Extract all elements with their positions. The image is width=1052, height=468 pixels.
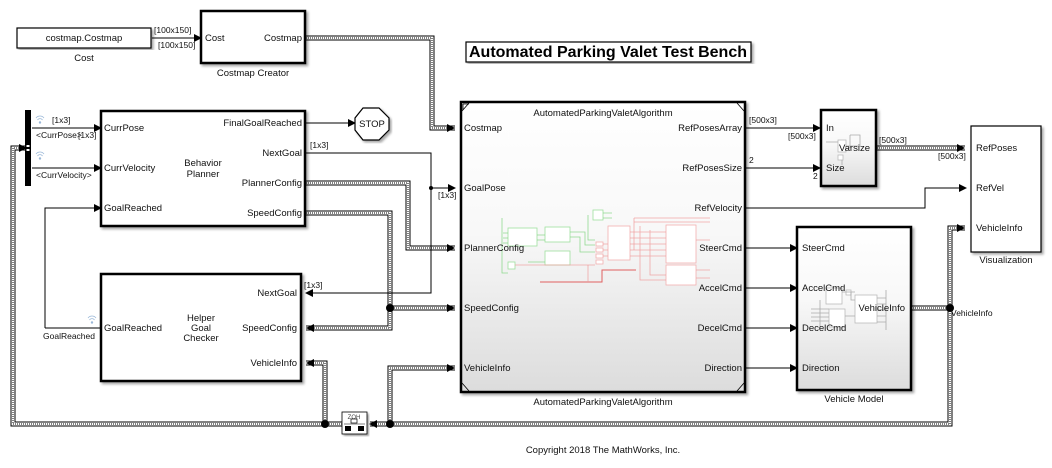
- varsize-block[interactable]: In Size Varsize: [819, 108, 878, 188]
- vehicle-model-thumbnail: [811, 287, 887, 330]
- automated-parking-valet-algorithm-block[interactable]: AutomatedParkingValetAlgorithm Costmap G…: [459, 100, 747, 408]
- visualization-block[interactable]: RefPoses RefVel VehicleInfo Visualizatio…: [970, 125, 1042, 266]
- port-plannerconfig: PlannerConfig: [242, 178, 302, 189]
- goalpose-dim: [1x3]: [438, 190, 456, 200]
- port-refvel: RefVel: [976, 183, 1004, 194]
- bus-selector-block[interactable]: <CurrPose> <CurrVelocity>: [25, 110, 92, 186]
- costmap-creator-label: Costmap Creator: [217, 68, 289, 79]
- behavior-planner-block[interactable]: CurrPose CurrVelocity GoalReached Behavi…: [99, 109, 307, 228]
- port-varsize-out: Varsize: [839, 143, 870, 154]
- model-thumbnail: [501, 209, 710, 286]
- port-currvelocity: CurrVelocity: [104, 163, 155, 174]
- diagram-title-annotation[interactable]: Automated Parking Valet Test Bench: [465, 41, 752, 63]
- port-decelcmd-vm: DecelCmd: [802, 323, 846, 334]
- port-in: In: [826, 123, 834, 134]
- vehicleinfo-signal-label: VehicleInfo: [951, 308, 993, 318]
- helper-name: Helper: [187, 313, 215, 324]
- port-nextgoal-in: NextGoal: [257, 288, 297, 299]
- bus-arrowheads: [19, 124, 965, 428]
- port-direction: Direction: [705, 363, 743, 374]
- bus-costmap[interactable]: [306, 35, 455, 131]
- port-vehicleinfo-vm: VehicleInfo: [859, 303, 905, 314]
- signal-logging-icon: [87, 315, 97, 324]
- cost-constant-label: Cost: [74, 53, 94, 64]
- port-costmap-in: Costmap: [464, 123, 502, 134]
- refposes-size: 2: [749, 155, 754, 165]
- visualization-label: Visualization: [979, 255, 1032, 266]
- signal-logging-icon: [35, 151, 45, 160]
- port-size: Size: [826, 163, 844, 174]
- costmap-creator-block[interactable]: Cost Costmap Costmap Creator: [199, 9, 307, 79]
- port-currpose: CurrPose: [104, 123, 144, 134]
- port-refposes: RefPoses: [976, 143, 1017, 154]
- algorithm-header: AutomatedParkingValetAlgorithm: [533, 108, 672, 119]
- vehicle-model-label: Vehicle Model: [824, 394, 883, 405]
- port-cost: Cost: [205, 33, 225, 44]
- currpose-dim2: [1x3]: [78, 130, 96, 140]
- bus-speed-config[interactable]: [306, 210, 455, 331]
- port-finalgoalreached: FinalGoalReached: [223, 118, 302, 129]
- port-vehicleinfo-in: VehicleInfo: [251, 358, 297, 369]
- copyright-text: Copyright 2018 The MathWorks, Inc.: [526, 445, 680, 456]
- port-goalpose-in: GoalPose: [464, 183, 506, 194]
- refposes-size-in: 2: [813, 171, 818, 181]
- helper-name: Goal: [191, 323, 211, 334]
- port-goalreached-out: GoalReached: [104, 323, 162, 334]
- zoh-block[interactable]: ZOH: [341, 411, 368, 435]
- refposes-dim-out: [500x3]: [749, 115, 777, 125]
- port-direction-vm: Direction: [802, 363, 840, 374]
- varsize-dim-out: [500x3]: [879, 135, 907, 145]
- port-vehicleinfo-alg-in: VehicleInfo: [464, 363, 510, 374]
- port-costmap-out: Costmap: [264, 33, 302, 44]
- checker-nextgoal-dim: [1x3]: [304, 280, 322, 290]
- port-accelcmd: AccelCmd: [699, 283, 742, 294]
- algorithm-label: AutomatedParkingValetAlgorithm: [533, 397, 672, 408]
- cost-dim-out: [100x150]: [154, 25, 191, 35]
- port-goalreached: GoalReached: [104, 203, 162, 214]
- varsize-thumbnail: [826, 134, 861, 165]
- port-steercmd-vm: SteerCmd: [802, 243, 845, 254]
- signal-lines: [32, 34, 967, 372]
- port-accelcmd-vm: AccelCmd: [802, 283, 845, 294]
- vehicle-model-block[interactable]: SteerCmd AccelCmd DecelCmd Direction Veh…: [795, 225, 913, 405]
- currpose-selector-label: <CurrPose>: [36, 130, 82, 140]
- helper-name: Checker: [183, 333, 218, 344]
- port-refposessize: RefPosesSize: [682, 163, 742, 174]
- port-speedconfig-alg-in: SpeedConfig: [464, 303, 519, 314]
- cost-constant-block[interactable]: costmap.Costmap Cost: [16, 27, 152, 64]
- stop-label: STOP: [359, 119, 385, 130]
- goalreached-signal-label: GoalReached: [43, 331, 95, 341]
- behavior-planner-name: Behavior: [184, 158, 222, 169]
- currvelocity-selector-label: <CurrVelocity>: [36, 170, 92, 180]
- port-decelcmd: DecelCmd: [698, 323, 742, 334]
- behavior-planner-name: Planner: [187, 169, 220, 180]
- cost-constant-value: costmap.Costmap: [46, 33, 123, 44]
- helper-goal-checker-block[interactable]: GoalReached Helper Goal Checker NextGoal…: [99, 272, 303, 383]
- port-refposesarray: RefPosesArray: [678, 123, 742, 134]
- port-vehicleinfo-vis: VehicleInfo: [976, 223, 1022, 234]
- port-speedconfig: SpeedConfig: [247, 208, 302, 219]
- port-nextgoal: NextGoal: [262, 148, 302, 159]
- cost-dim-in: [100x150]: [158, 40, 195, 50]
- varsize-dim-in: [500x3]: [938, 151, 966, 161]
- stop-block[interactable]: STOP: [354, 107, 390, 141]
- currpose-dim: [1x3]: [52, 115, 70, 125]
- port-plannerconfig-in: PlannerConfig: [464, 243, 524, 254]
- port-speedconfig-in: SpeedConfig: [242, 323, 297, 334]
- bus-vehicle-info-feedback[interactable]: [10, 145, 965, 427]
- refposes-dim-in: [500x3]: [788, 131, 816, 141]
- port-refvelocity: RefVelocity: [694, 203, 742, 214]
- nextgoal-dim: [1x3]: [310, 140, 328, 150]
- signal-logging-icon: [35, 115, 45, 124]
- port-steercmd: SteerCmd: [699, 243, 742, 254]
- zoh-label: ZOH: [348, 415, 361, 421]
- diagram-title: Automated Parking Valet Test Bench: [469, 44, 747, 61]
